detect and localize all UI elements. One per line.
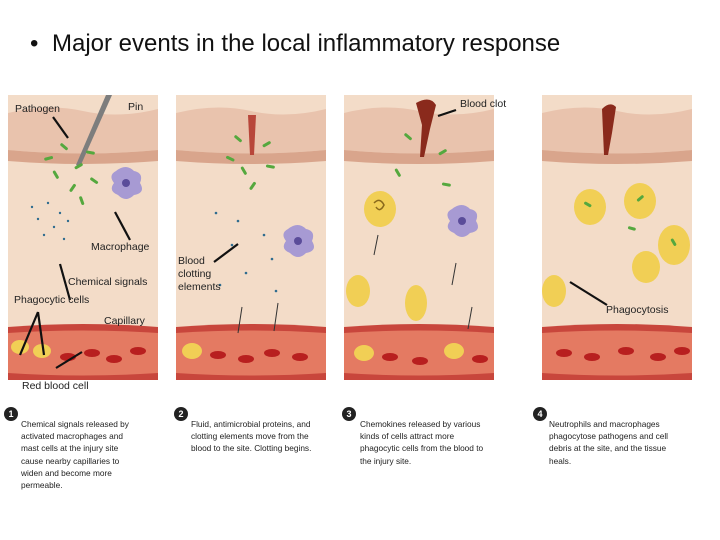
label-chemical-signals: Chemical signals	[68, 276, 148, 288]
label-macrophage: Macrophage	[91, 241, 150, 253]
panel-step-2	[176, 95, 326, 380]
panel-step-1	[8, 95, 158, 380]
slide-title: • Major events in the local inflammatory …	[30, 30, 560, 58]
step-1-caption: Chemical signals released by activated m…	[21, 419, 129, 491]
label-pin: Pin	[128, 101, 144, 113]
label-blood-clotting-elements: Blood clotting elements	[178, 255, 221, 293]
slide-title-text: Major events in the local inflammatory r…	[52, 30, 561, 57]
bullet-icon: •	[30, 30, 39, 57]
panel-step-3	[344, 95, 494, 380]
step-1-number: 1	[4, 407, 18, 421]
label-phagocytic-cells: Phagocytic cells	[14, 294, 90, 306]
label-pathogen: Pathogen	[15, 103, 60, 115]
step-3-caption: Chemokines released by various kinds of …	[360, 419, 484, 466]
label-phagocytosis: Phagocytosis	[606, 304, 669, 316]
step-4-caption: Neutrophils and macrophages phagocytose …	[549, 419, 669, 466]
label-red-blood-cell: Red blood cell	[22, 380, 89, 392]
label-blood-clot: Blood clot	[460, 98, 507, 110]
step-4-number: 4	[533, 407, 547, 421]
step-2-number: 2	[174, 407, 188, 421]
label-capillary: Capillary	[104, 315, 145, 327]
step-3-number: 3	[342, 407, 356, 421]
panel-step-4	[542, 95, 692, 380]
step-2-caption: Fluid, antimicrobial proteins, and clott…	[191, 419, 312, 454]
